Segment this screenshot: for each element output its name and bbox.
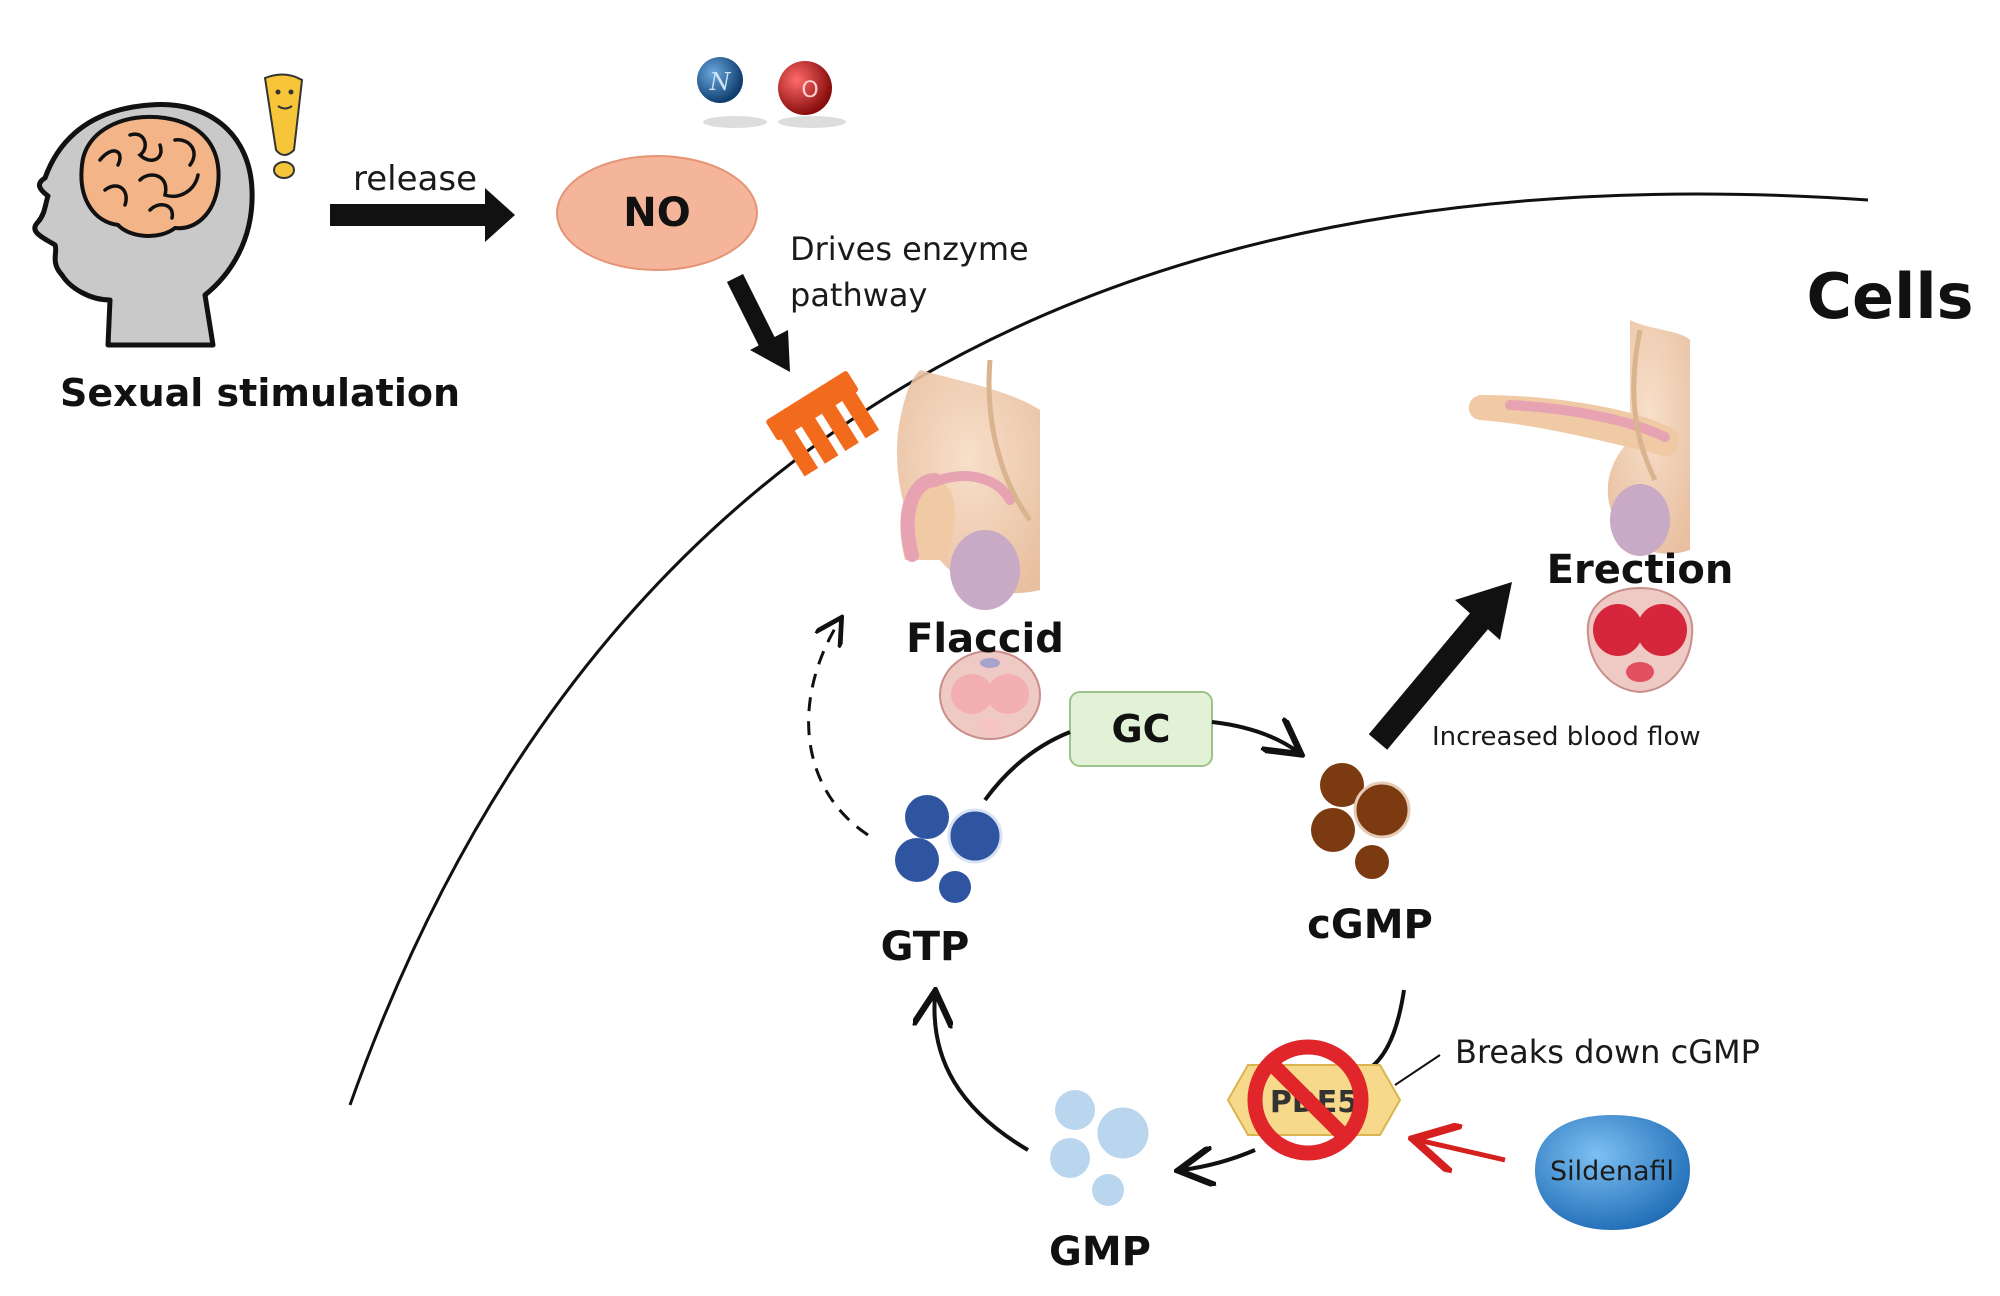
release-label: release xyxy=(353,159,477,199)
gmp-label: GMP xyxy=(1049,1229,1151,1275)
gc-label: GC xyxy=(1111,707,1170,751)
receptor-icon xyxy=(766,371,880,477)
gtp-label: GTP xyxy=(881,924,970,970)
erection-anatomy-icon xyxy=(1468,320,1694,694)
prohibition-icon xyxy=(1247,1039,1369,1161)
gc-box xyxy=(1069,691,1213,767)
increased-blood-flow-label: Increased blood flow xyxy=(1432,722,1701,752)
gmp-molecule-icon xyxy=(1050,1090,1152,1206)
gtp-to-gc-curve xyxy=(983,730,1071,802)
svg-text:N: N xyxy=(709,68,732,96)
exclamation-icon xyxy=(263,73,304,179)
cgmp-label: cGMP xyxy=(1307,902,1433,948)
no-oval xyxy=(556,155,758,271)
cgmp-to-pde5-curve xyxy=(1368,989,1406,1070)
sildenafil-label: Sildenafil xyxy=(1550,1156,1674,1187)
drives-enzyme-label: Drives enzyme xyxy=(790,230,1029,268)
pill-icon xyxy=(1535,1115,1690,1230)
flaccid-anatomy-icon xyxy=(896,359,1041,740)
cgmp-molecule-icon xyxy=(1311,763,1411,879)
cgmp-to-erection-arrow xyxy=(1368,582,1512,750)
sildenafil-inhibit-arrow xyxy=(1418,1140,1506,1160)
flaccid-label: Flaccid xyxy=(906,616,1064,662)
no-to-receptor-arrow xyxy=(726,273,790,372)
erection-cross-section xyxy=(1586,586,1694,694)
breaks-down-leader xyxy=(1394,1054,1441,1086)
cells-label: Cells xyxy=(1807,260,1974,333)
gtp-molecule-icon xyxy=(895,795,1003,903)
no-label: NO xyxy=(623,190,690,236)
svg-text:O: O xyxy=(801,78,818,103)
cell-membrane xyxy=(348,192,1869,1106)
flaccid-cross-section xyxy=(939,650,1041,740)
breaks-down-label: Breaks down cGMP xyxy=(1455,1033,1760,1071)
no-molecule-icon: N O xyxy=(697,57,846,128)
gc-to-cgmp-arrow xyxy=(1211,722,1298,752)
release-arrow xyxy=(330,188,515,242)
head-brain-icon xyxy=(32,102,255,348)
drives-enzyme-label-line2: pathway xyxy=(790,276,927,314)
erection-label: Erection xyxy=(1547,547,1734,593)
dashed-feedback-arrow xyxy=(807,620,869,837)
sexual-stimulation-label: Sexual stimulation xyxy=(60,371,460,415)
pde5-to-gmp-arrow xyxy=(1182,1150,1256,1170)
gmp-to-gtp-arrow xyxy=(934,995,1030,1152)
